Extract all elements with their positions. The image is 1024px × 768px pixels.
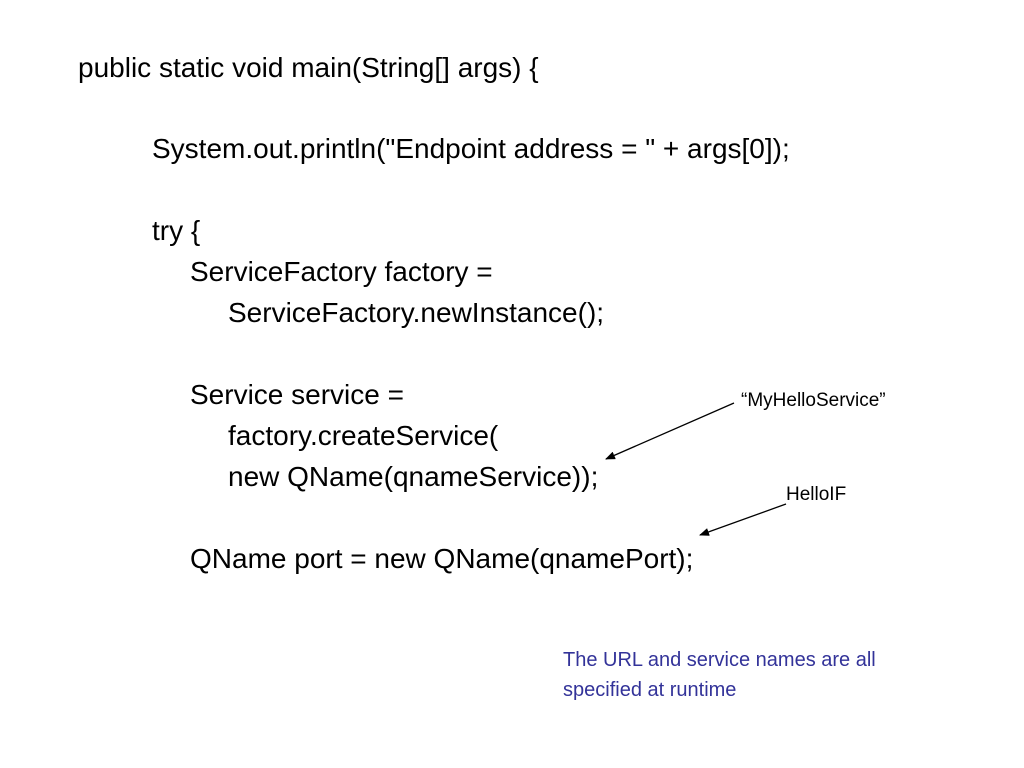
code-line-println: System.out.println("Endpoint address = "… xyxy=(152,133,790,164)
arrow-to-qname-port xyxy=(699,503,787,536)
callout-service-name: “MyHelloService” xyxy=(741,390,886,411)
code-line-new-qname: new QName(qnameService)); xyxy=(228,461,599,492)
code-line-try: try { xyxy=(152,215,201,246)
code-line-factory-declaration: ServiceFactory factory = xyxy=(190,256,493,287)
runtime-note-line-1: The URL and service names are all xyxy=(563,649,876,671)
runtime-note: The URL and service names are all specif… xyxy=(563,645,1003,705)
code-line-service-declaration: Service service = xyxy=(190,379,404,410)
arrow-to-qname-service xyxy=(605,402,735,460)
code-line-factory-init: ServiceFactory.newInstance(); xyxy=(228,297,605,328)
callout-port-name: HelloIF xyxy=(786,484,847,505)
code-line-port: QName port = new QName(qnamePort); xyxy=(190,543,694,574)
runtime-note-line-2: specified at runtime xyxy=(563,679,737,701)
code-line-create-service: factory.createService( xyxy=(228,420,499,451)
code-line-main-signature: public static void main(String[] args) { xyxy=(78,52,539,83)
